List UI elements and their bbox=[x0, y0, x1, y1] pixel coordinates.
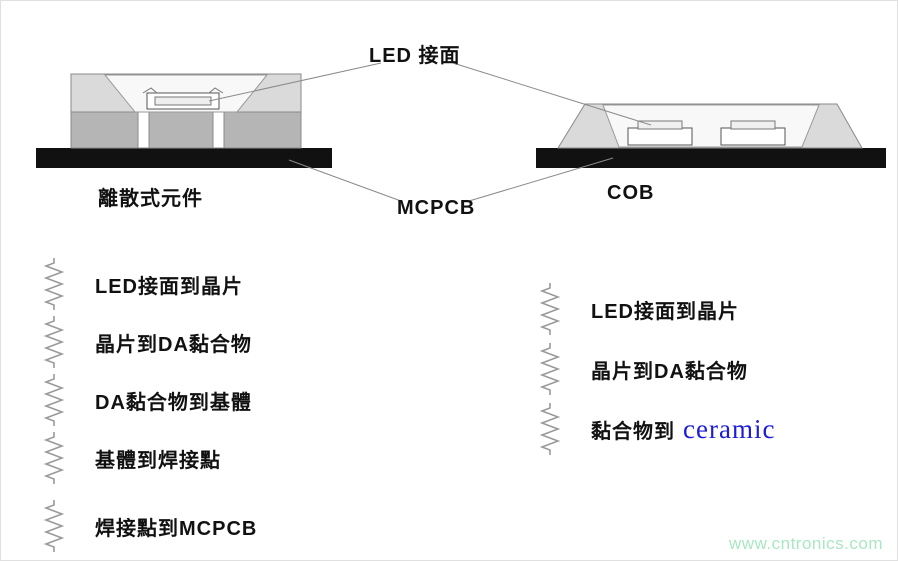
thermal-resistance-label-prefix: 黏合物到 bbox=[591, 420, 675, 443]
thermal-resistance-label: DA黏合物到基體 bbox=[95, 391, 252, 414]
thermal-resistance-label: 晶片到DA黏合物 bbox=[591, 360, 748, 383]
thermal-resistance-label: 黏合物到 ceramic bbox=[591, 414, 775, 445]
resistor-icon bbox=[43, 374, 65, 426]
mcpcb-line-right bbox=[468, 157, 614, 202]
thermal-resistance-item: LED接面到晶片 bbox=[539, 279, 775, 339]
thermal-resistance-label: 晶片到DA黏合物 bbox=[95, 333, 252, 356]
thermal-resistance-item: 焊接點到MCPCB bbox=[43, 497, 257, 555]
mcpcb-label: MCPCB bbox=[397, 197, 476, 219]
resistor-icon bbox=[539, 283, 561, 335]
discrete-led-cross-section bbox=[36, 73, 332, 168]
bond-wire-right bbox=[208, 87, 224, 94]
package-base bbox=[70, 111, 302, 149]
cob-label: COB bbox=[607, 182, 655, 204]
cob-chip-2 bbox=[720, 127, 786, 146]
mcpcb-line-left bbox=[288, 159, 402, 202]
led-interface-line-right bbox=[452, 62, 652, 126]
mcpcb-bar-right bbox=[536, 148, 886, 168]
bond-wire-left bbox=[142, 87, 158, 94]
cob-chip-1-top bbox=[637, 120, 683, 130]
cob-cross-section bbox=[536, 103, 886, 168]
lead-slot-right bbox=[212, 111, 225, 149]
ceramic-highlight: ceramic bbox=[683, 413, 776, 444]
annotation-lines bbox=[208, 62, 652, 202]
right-thermal-chain: LED接面到晶片 晶片到DA黏合物 黏合物到 ceramic bbox=[539, 279, 775, 459]
resistor-icon bbox=[539, 403, 561, 455]
thermal-resistance-item: DA黏合物到基體 bbox=[43, 371, 257, 429]
cob-chip-2-top bbox=[730, 120, 776, 130]
discrete-component-label: 離散式元件 bbox=[98, 188, 203, 210]
mcpcb-bar-left bbox=[36, 148, 332, 168]
led-chip-top bbox=[154, 96, 212, 106]
resistor-icon bbox=[43, 316, 65, 368]
resistor-icon bbox=[43, 500, 65, 552]
thermal-resistance-item: LED接面到晶片 bbox=[43, 255, 257, 313]
left-thermal-chain: LED接面到晶片 晶片到DA黏合物 DA黏合物到基體 基體到焊接點 焊接點到MC… bbox=[43, 255, 257, 555]
thermal-resistance-item: 基體到焊接點 bbox=[43, 429, 257, 487]
thermal-resistance-item: 晶片到DA黏合物 bbox=[539, 339, 775, 399]
lead-slot-left bbox=[137, 111, 150, 149]
thermal-resistance-label: LED接面到晶片 bbox=[591, 300, 739, 323]
thermal-resistance-label: 焊接點到MCPCB bbox=[95, 517, 258, 540]
led-interface-line-left bbox=[208, 62, 382, 102]
thermal-resistance-item: 黏合物到 ceramic bbox=[539, 399, 775, 459]
thermal-resistance-label: LED接面到晶片 bbox=[95, 275, 243, 298]
cob-chip-1 bbox=[627, 127, 693, 146]
watermark: www.cntronics.com bbox=[729, 534, 883, 553]
resistor-icon bbox=[43, 432, 65, 484]
thermal-resistance-label: 基體到焊接點 bbox=[95, 449, 221, 472]
led-interface-label: LED 接面 bbox=[369, 45, 461, 67]
resistor-icon bbox=[43, 258, 65, 310]
resistor-icon bbox=[539, 343, 561, 395]
thermal-resistance-item: 晶片到DA黏合物 bbox=[43, 313, 257, 371]
